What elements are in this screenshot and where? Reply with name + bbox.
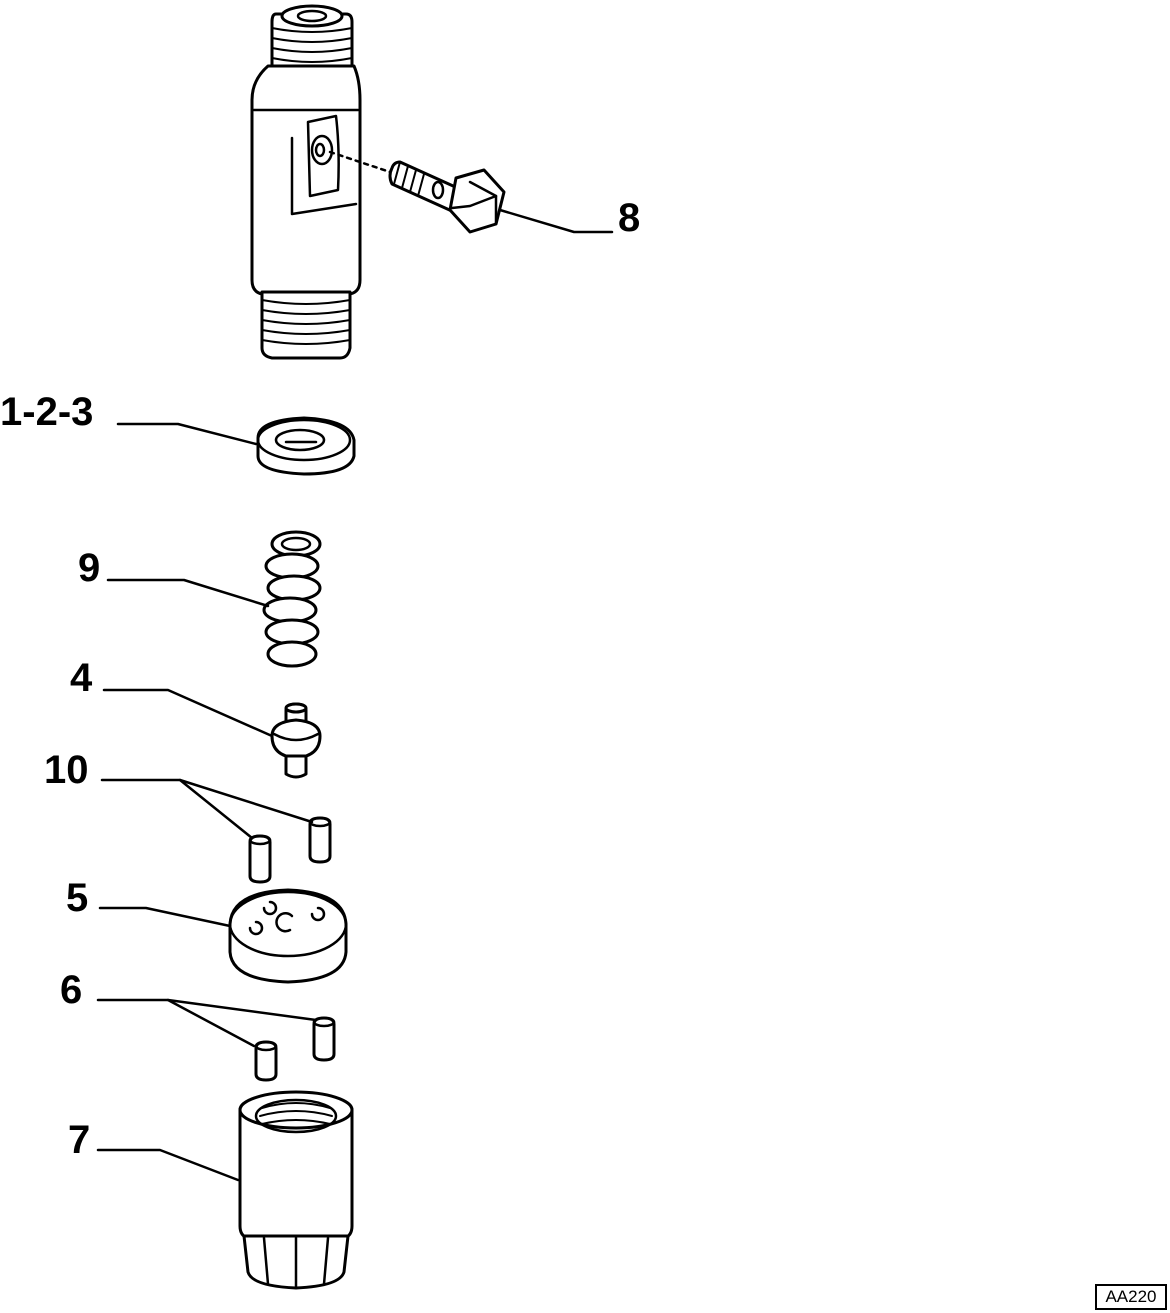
callout-7: 7 (68, 1118, 91, 1162)
callout-4: 4 (70, 656, 93, 700)
callout-5: 5 (66, 876, 89, 920)
callout-9: 9 (78, 546, 101, 590)
banjo-bolt (328, 150, 506, 234)
leader-line-8 (498, 208, 614, 234)
leader-line-1-2-3 (116, 422, 258, 446)
figure-reference-code: AA220 (1095, 1284, 1167, 1310)
leader-line-10b (178, 778, 314, 824)
leader-line-5 (98, 906, 232, 928)
leader-line-6b (166, 998, 318, 1022)
dowel-pins-lower (254, 1016, 336, 1082)
intermediate-disc (228, 888, 348, 984)
callout-1-2-3: 1-2-3 (0, 390, 94, 434)
leader-line-9 (106, 578, 270, 608)
callout-8: 8 (618, 196, 641, 240)
injector-body (250, 4, 362, 360)
nozzle-nut (238, 1090, 354, 1290)
leader-line-7 (96, 1148, 240, 1182)
leader-line-10a (100, 778, 254, 840)
leader-line-4 (102, 688, 274, 738)
pintle-valve (270, 702, 322, 779)
sealing-washer (256, 416, 356, 476)
dowel-pins-upper (248, 816, 332, 884)
leader-line-6a (96, 998, 256, 1048)
callout-6: 6 (60, 968, 83, 1012)
callout-10: 10 (44, 748, 89, 792)
spring (262, 530, 322, 668)
